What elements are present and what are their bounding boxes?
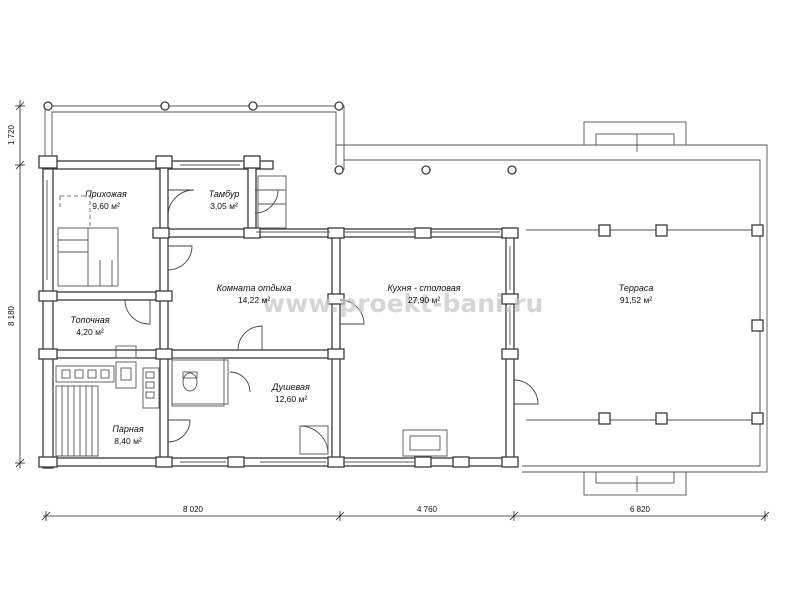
dimension-left-top: 1 720 — [7, 124, 16, 145]
room-area-parnaya: 8,40 м² — [114, 436, 142, 446]
terrace-railings — [526, 229, 760, 421]
terrace-posts — [598, 224, 764, 425]
doors — [124, 189, 539, 443]
sauna-bench — [55, 385, 99, 457]
room-name-komnata: Комната отдыха — [217, 283, 292, 293]
porch-outline — [44, 105, 345, 170]
room-name-parnaya: Парная — [112, 424, 143, 434]
bathroom-fixtures — [171, 357, 329, 455]
stairs — [57, 195, 119, 287]
room-area-prikhozhaya: 9,60 м² — [92, 201, 120, 211]
room-name-terrasa: Терраса — [619, 283, 654, 293]
dimension-lines — [15, 100, 770, 521]
windows — [46, 164, 511, 463]
sauna-stove — [55, 345, 160, 409]
room-area-terrasa: 91,52 м² — [620, 295, 652, 305]
room-area-topochnaya: 4,20 м² — [76, 327, 104, 337]
room-name-kukhnya: Кухня - столовая — [387, 283, 460, 293]
dimension-bottom-3: 6 820 — [630, 505, 651, 514]
dimension-bottom-2: 4 760 — [417, 505, 438, 514]
room-name-prikhozhaya: Прихожая — [85, 189, 127, 199]
log-joints — [38, 155, 519, 468]
room-area-dushevaya: 12,60 м² — [275, 394, 307, 404]
dimension-bottom-1: 8 020 — [183, 505, 204, 514]
porch-posts — [43, 101, 517, 175]
watermark: www.proekt-bani.ru — [262, 289, 543, 318]
kitchen-table — [402, 429, 448, 457]
room-name-topochnaya: Топочная — [70, 315, 109, 325]
room-name-dushevaya: Душевая — [271, 382, 310, 392]
room-area-kukhnya: 27,90 м² — [408, 295, 440, 305]
room-area-komnata: 14,22 м² — [238, 295, 270, 305]
dimension-left-main: 8 180 — [7, 305, 16, 326]
room-area-tambur: 3,05 м² — [210, 201, 238, 211]
room-name-tambur: Тамбур — [209, 189, 240, 199]
entrance-steps — [257, 175, 287, 229]
